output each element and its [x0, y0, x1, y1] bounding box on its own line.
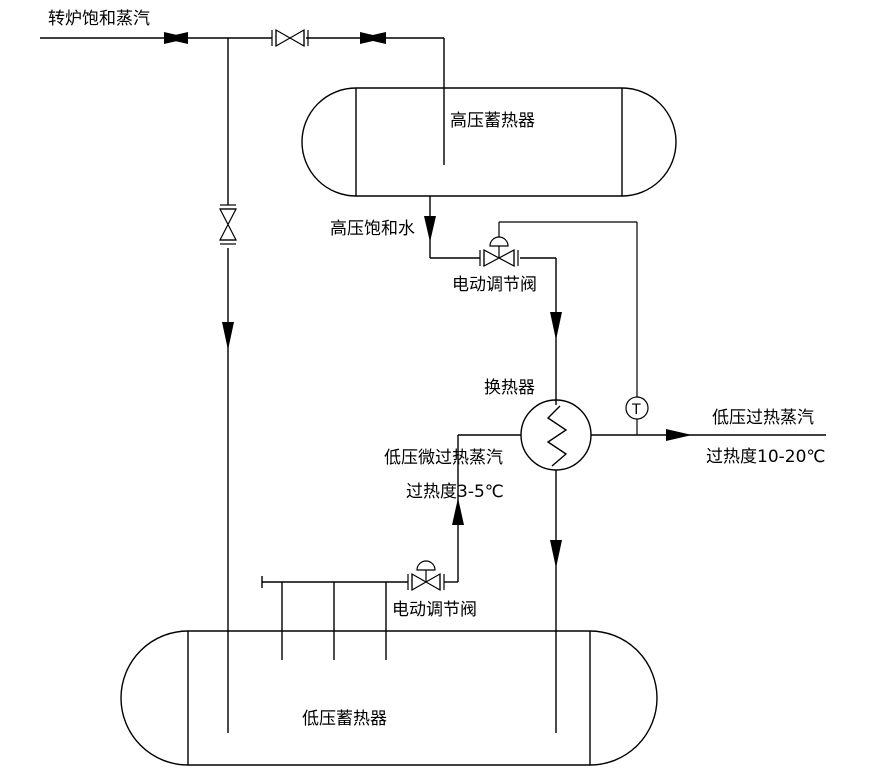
lp-superheated-outlet [591, 429, 826, 441]
steam-inlet-line [40, 32, 445, 165]
lp-control-valve [407, 560, 445, 592]
lp-slight-superheated-label: 低压微过热蒸汽 [384, 448, 503, 468]
flow-arrow [424, 216, 436, 242]
gate-valve-vertical [219, 204, 237, 245]
lp-accumulator-label: 低压蓄热器 [302, 709, 387, 729]
hp-saturated-water-label: 高压饱和水 [330, 219, 415, 239]
hx-drain-line [550, 470, 562, 733]
lp-superheat-degree-label: 过热度10-20℃ [706, 447, 826, 467]
hp-water-line [424, 196, 562, 405]
flow-arrow [222, 322, 234, 350]
lp-control-valve-label: 电动调节阀 [392, 600, 477, 620]
hp-accumulator-vessel [301, 87, 677, 197]
hp-control-valve [479, 236, 519, 267]
lp-slight-superheat-degree-label: 过热度3-5℃ [406, 482, 504, 502]
temperature-sensor-label: T [631, 402, 641, 418]
flow-arrow [164, 32, 190, 44]
flow-arrow [550, 540, 562, 568]
lp-accumulator-vessel [120, 630, 658, 766]
gate-valve-top [271, 28, 309, 48]
bypass-line [222, 38, 234, 733]
steam-collector-header [261, 576, 408, 660]
flow-arrow [452, 498, 464, 525]
control-signal-line [498, 221, 638, 435]
lp-slight-superheated-line [444, 434, 521, 583]
hp-accumulator-label: 高压蓄热器 [450, 111, 535, 131]
flow-arrow [550, 312, 562, 340]
hp-control-valve-label: 电动调节阀 [452, 275, 537, 295]
temperature-sensor [625, 396, 649, 420]
heat-exchanger-label: 换热器 [484, 378, 535, 398]
flow-arrow [360, 32, 386, 44]
lp-superheated-steam-label: 低压过热蒸汽 [712, 408, 814, 428]
heat-exchanger [520, 399, 592, 471]
boiler-steam-label: 转炉饱和蒸汽 [48, 9, 150, 29]
flow-arrow [666, 429, 692, 441]
